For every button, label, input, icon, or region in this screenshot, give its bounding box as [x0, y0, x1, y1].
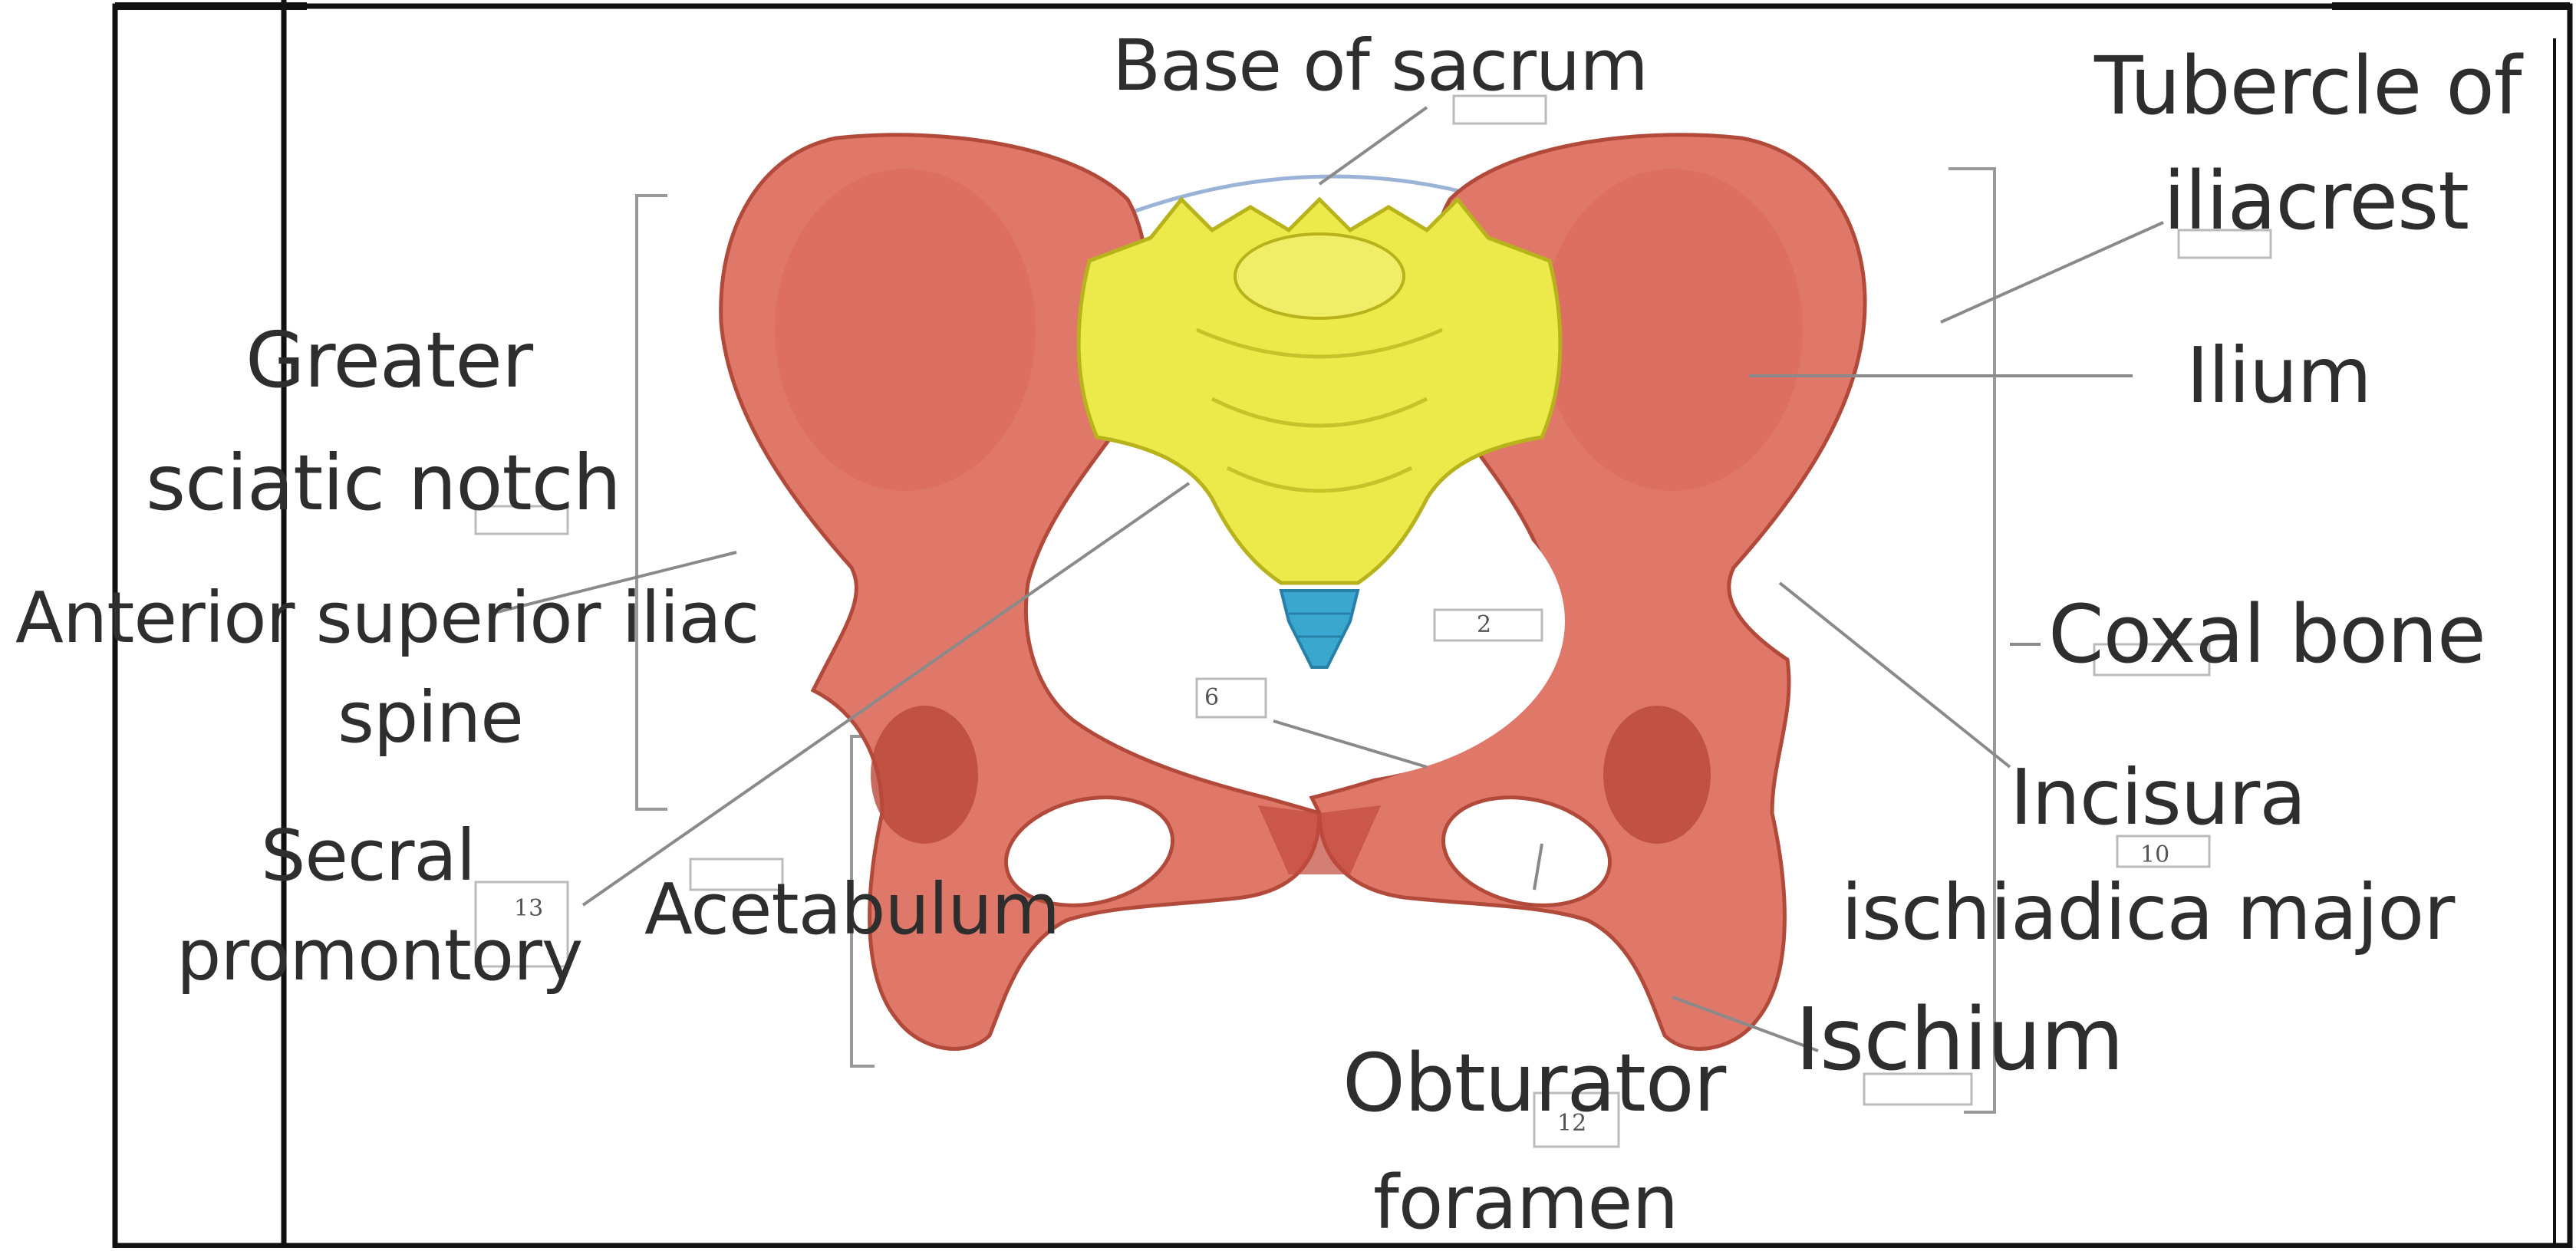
number-10: 10 [2140, 844, 2169, 867]
right-acetabulum-shade [1603, 706, 1711, 844]
label-greater-line2: sciatic notch [146, 445, 621, 522]
label-asis-line1: Anterior superior iliac [15, 583, 759, 653]
number-12: 12 [1557, 1112, 1586, 1135]
label-asis-line2: spine [338, 683, 523, 753]
label-incisura-line2: ischiadica major [1841, 874, 2454, 951]
label-acetabulum: Acetabulum [644, 874, 1059, 945]
bracket-greater-sciatic [637, 196, 667, 809]
leader-tubercle [1941, 222, 2163, 322]
label-base-of-sacrum: Base of sacrum [1112, 31, 1648, 101]
label-obturator-line1: Obturator [1342, 1043, 1725, 1123]
number-2: 2 [1477, 614, 1491, 637]
label-coxal-bone: Coxal bone [2048, 594, 2485, 674]
left-iliac-fossa-shade [775, 169, 1036, 491]
label-ischium: Ischium [1795, 997, 2123, 1083]
label-sacral-line2: promontory [176, 920, 582, 991]
label-ilium: Ilium [2186, 337, 2371, 414]
label-tubercle-line2: iliacrest [2163, 161, 2469, 241]
leader-incisura [1780, 583, 2010, 767]
label-incisura-line1: Incisura [2010, 759, 2306, 836]
leader-base-of-sacrum [1319, 107, 1427, 184]
number-6: 6 [1204, 686, 1219, 709]
left-acetabulum-shade [871, 706, 978, 844]
label-greater-line1: Greater [245, 322, 532, 399]
label-obturator-line2: foramen [1373, 1166, 1678, 1239]
label-tubercle-line1: Tubercle of [2094, 46, 2521, 126]
label-sacral-line1: Secral [261, 821, 475, 891]
right-iliac-fossa-shade [1542, 169, 1803, 491]
sacrum-body [1235, 234, 1404, 318]
bracket-coxal-right [1948, 169, 1995, 1112]
number-13: 13 [514, 897, 543, 920]
